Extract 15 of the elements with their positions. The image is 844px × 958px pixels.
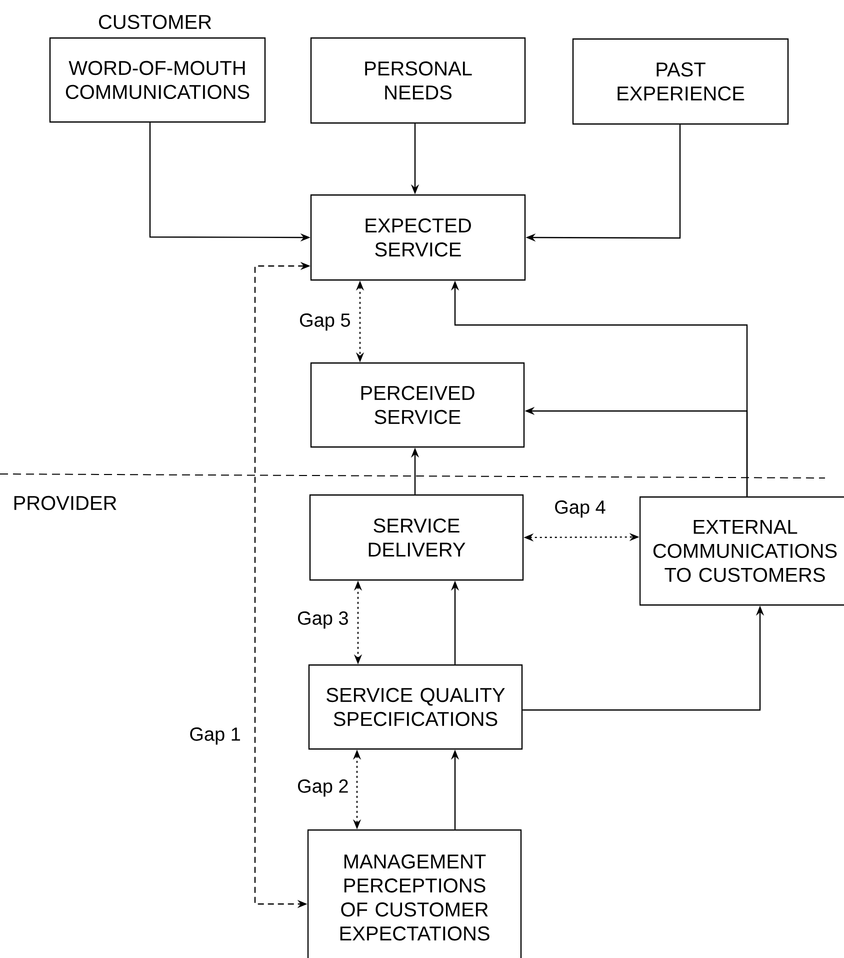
section-label: PROVIDER <box>14 496 116 510</box>
process-box: EXPECTED SERVICE <box>310 194 526 281</box>
process-box: SERVICE QUALITY SPECIFICATIONS <box>308 664 523 750</box>
process-box: PERCEIVED SERVICE <box>310 362 525 448</box>
edge-label: Gap 4 <box>555 500 606 518</box>
process-box: WORD-OF-MOUTH COMMUNICATIONS <box>49 37 266 123</box>
edge-label: Gap 5 <box>300 313 350 331</box>
process-box: MANAGEMENT PERCEPTIONS OF CUSTOMER EXPECTATIONS <box>307 829 522 958</box>
edge-label: Gap 1 <box>190 727 240 745</box>
process-box: PERSONAL NEEDS <box>310 37 526 124</box>
edge-label: Gap 2 <box>298 779 348 797</box>
edge-label: Gap 3 <box>298 611 348 629</box>
process-box: PAST EXPERIENCE <box>572 38 789 125</box>
process-box: SERVICE DELIVERY <box>309 494 524 581</box>
process-box: EXTERNAL COMMUNICATIONS TO CUSTOMERS <box>639 496 844 606</box>
